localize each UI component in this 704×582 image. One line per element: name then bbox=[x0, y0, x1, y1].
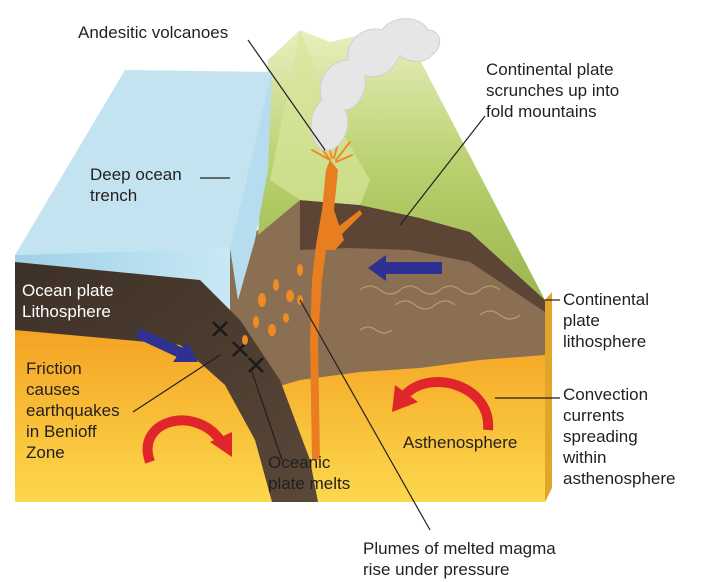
label-deep-ocean-trench: Deep ocean trench bbox=[90, 164, 182, 206]
label-andesitic-volcanoes: Andesitic volcanoes bbox=[78, 22, 228, 43]
label-line: plate bbox=[563, 310, 649, 331]
label-line: fold mountains bbox=[486, 101, 619, 122]
label-line: Oceanic bbox=[268, 452, 350, 473]
asthenosphere-side bbox=[545, 292, 552, 502]
label-line: scrunches up into bbox=[486, 80, 619, 101]
ocean-top bbox=[15, 70, 272, 255]
label-line: currents bbox=[563, 405, 675, 426]
label-oceanic-plate-melts: Oceanic plate melts bbox=[268, 452, 350, 494]
label-line: Convection bbox=[563, 384, 675, 405]
label-line: trench bbox=[90, 185, 182, 206]
label-line: Friction bbox=[26, 358, 120, 379]
label-line: Continental bbox=[563, 289, 649, 310]
label-line: Plumes of melted magma bbox=[363, 538, 556, 559]
label-asthenosphere: Asthenosphere bbox=[403, 432, 517, 453]
label-line: Deep ocean bbox=[90, 164, 182, 185]
label-continental-lithosphere: Continental plate lithosphere bbox=[563, 289, 649, 352]
label-line: within bbox=[563, 447, 675, 468]
label-line: Ocean plate bbox=[22, 280, 114, 301]
label-line: plate melts bbox=[268, 473, 350, 494]
label-magma-plumes: Plumes of melted magma rise under pressu… bbox=[363, 538, 556, 580]
label-convection-currents: Convection currents spreading within ast… bbox=[563, 384, 675, 489]
label-line: causes bbox=[26, 379, 120, 400]
label-ocean-plate-lithosphere: Ocean plate Lithosphere bbox=[22, 280, 114, 322]
label-line: in Benioff bbox=[26, 421, 120, 442]
label-fold-mountains: Continental plate scrunches up into fold… bbox=[486, 59, 619, 122]
label-line: Zone bbox=[26, 442, 120, 463]
label-friction-earthquakes: Friction causes earthquakes in Benioff Z… bbox=[26, 358, 120, 463]
label-line: Lithosphere bbox=[22, 301, 114, 322]
label-line: asthenosphere bbox=[563, 468, 675, 489]
label-line: rise under pressure bbox=[363, 559, 556, 580]
label-line: Continental plate bbox=[486, 59, 619, 80]
label-line: spreading bbox=[563, 426, 675, 447]
label-line: earthquakes bbox=[26, 400, 120, 421]
label-line: lithosphere bbox=[563, 331, 649, 352]
